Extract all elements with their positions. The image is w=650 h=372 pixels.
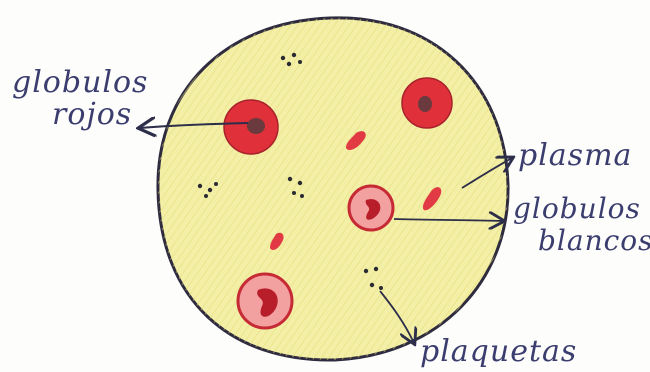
white-blood-cell xyxy=(349,186,393,230)
label-white-cells-line1: globulos xyxy=(513,192,641,225)
red-blood-cell xyxy=(224,100,278,154)
label-white-cells-line2: blancos xyxy=(538,224,650,257)
label-red-cells-line1: globulos xyxy=(12,65,148,100)
label-red-cells-line2: rojos xyxy=(52,97,132,132)
label-plasma: plasma xyxy=(518,138,632,173)
red-blood-cell xyxy=(402,78,452,128)
label-platelets: plaquetas xyxy=(420,334,577,369)
white-blood-cell xyxy=(238,274,292,328)
